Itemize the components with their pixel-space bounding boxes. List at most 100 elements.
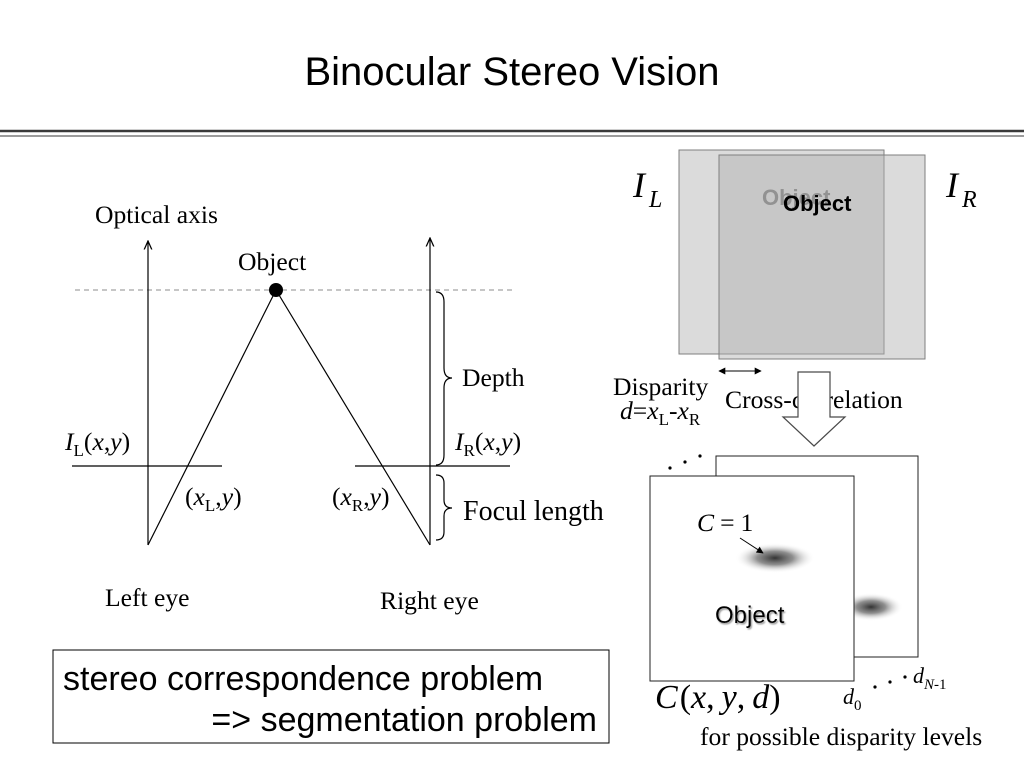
stereo-geometry-diagram: Optical axis Object Depth Focul length L… [64,200,604,615]
formula-paren: ) [233,482,242,511]
cross-correlation-arrow [781,371,847,447]
cost-function-label: C(x,y,d) [655,679,781,716]
formula-var: x [91,427,104,456]
left-image-object-label: Object [762,185,831,210]
formula-var: y [498,427,513,456]
peak-pointer-arrow [739,537,764,554]
ellipsis-dot [888,680,892,684]
right-image-label: IR(x,y) [454,427,521,460]
ellipsis-dot [873,685,877,689]
formula-comma: , [495,427,501,456]
formula-subscript: R [961,187,977,213]
formula-operator: = [720,508,734,537]
formula-var: x [193,482,206,511]
problem-box-line1: stereo correspondence problem [63,660,543,698]
left-image [678,149,885,355]
cost-volume-diagram: C=1 Object C(x,y,d) d0 dN-1 for possible… [649,454,982,751]
formula-paren: ( [84,427,93,456]
object-point [269,283,283,297]
disparity-levels-caption: for possible disparity levels [700,722,982,751]
formula-var: x [677,396,690,425]
disparity-label: Disparity [613,372,708,401]
right-ray [275,289,431,546]
formula-var: y [719,679,738,716]
ellipsis-dot [698,454,702,458]
formula-paren: ( [680,679,691,716]
formula-paren: ( [475,427,484,456]
formula-subscript: L [659,410,669,429]
left-point-label: (xL,y) [185,482,242,515]
peak-formula: C=1 [697,508,753,537]
cost-peak-blob-back [839,593,903,621]
problem-box-frame [52,649,610,744]
formula-subscript: 0 [854,698,862,714]
formula-subscript: N [923,677,935,693]
ellipsis-dot [903,675,907,679]
formula-subscript: L [74,441,84,460]
formula-comma: , [215,482,221,511]
formula-var: C [697,508,715,537]
problem-box: stereo correspondence problem => segment… [52,649,610,744]
focal-length-brace [435,474,453,541]
formula-operator: = [633,396,647,425]
formula-subscript: R [352,496,364,515]
last-disparity-level: dN-1 [913,663,947,693]
formula-symbol: C [655,679,678,716]
formula-var: x [690,679,706,716]
formula-paren: ) [122,427,131,456]
formula-paren: ) [513,427,522,456]
right-image [718,154,926,360]
formula-subscript: R [689,410,701,429]
formula-comma: , [706,679,715,716]
formula-var: x [340,482,353,511]
object-label: Object [238,247,306,276]
formula-paren: ) [769,679,780,716]
formula-var: d [620,396,633,425]
focal-length-label: Focul length [463,496,604,527]
formula-subscript: R [464,441,476,460]
formula-comma: , [104,427,110,456]
formula-subscript: L [648,187,662,213]
formula-symbol: I [64,427,75,456]
depth-brace [435,291,453,466]
formula-var: y [367,482,382,511]
ellipsis-dot [668,466,672,470]
formula-var: x [646,396,659,425]
left-ray [147,289,277,546]
problem-box-line2: => segmentation problem [211,701,597,739]
formula-symbol: I [945,165,960,205]
formula-var: d [913,663,925,688]
formula-subscript: -1 [934,677,947,693]
formula-comma: , [363,482,369,511]
depth-label: Depth [462,363,525,392]
disparity-formula: d=xL-xR [620,396,701,429]
cost-peak-blob-front [735,543,815,573]
formula-comma: , [737,679,746,716]
formula-paren: ) [381,482,390,511]
formula-paren: ( [332,482,341,511]
optical-axis-label: Optical axis [95,200,218,229]
left-image-label: IL(x,y) [64,427,130,460]
first-disparity-level: d0 [843,684,862,714]
formula-var: x [482,427,495,456]
slide-title: Binocular Stereo Vision [304,50,719,94]
ellipsis-dot [683,460,687,464]
formula-symbol: I [454,427,465,456]
formula-symbol: I [632,165,647,205]
cost-slice-first [649,475,855,682]
formula-paren: ( [185,482,194,511]
left-eye-label: Left eye [105,583,190,612]
formula-subscript: L [205,496,215,515]
formula-operator: - [669,396,678,425]
stereo-image-pair: Object Object IL IR Disparity d=xL-xR Cr… [613,149,977,447]
formula-var: d [752,679,770,716]
formula-var: d [843,684,855,709]
right-point-label: (xR,y) [332,482,390,515]
formula-var: y [219,482,234,511]
formula-var: y [107,427,122,456]
formula-value: 1 [741,508,754,537]
